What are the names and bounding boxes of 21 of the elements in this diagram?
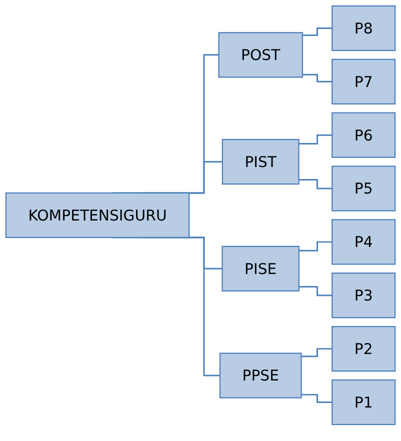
- node-box: P1: [332, 379, 396, 426]
- node-box: P3: [332, 272, 396, 318]
- node-box: P5: [332, 166, 396, 212]
- connector: [298, 134, 333, 145]
- connector: [301, 394, 333, 403]
- node-box: KOMPETENSIGURU: [5, 192, 190, 238]
- node-box: PPSE: [219, 352, 302, 398]
- node-box: P8: [332, 5, 396, 52]
- connector: [302, 74, 333, 82]
- node-box: P6: [332, 112, 396, 158]
- node-box: PISE: [222, 246, 300, 292]
- node-box: POST: [218, 32, 303, 78]
- node-box: P7: [332, 58, 396, 104]
- node-box: PIST: [222, 138, 300, 185]
- connector: [298, 241, 333, 252]
- node-box: P2: [332, 326, 396, 372]
- connector: [302, 27, 333, 36]
- connector: [298, 286, 333, 296]
- connector: [301, 348, 333, 358]
- connector: [298, 179, 333, 190]
- node-box: P4: [332, 219, 396, 265]
